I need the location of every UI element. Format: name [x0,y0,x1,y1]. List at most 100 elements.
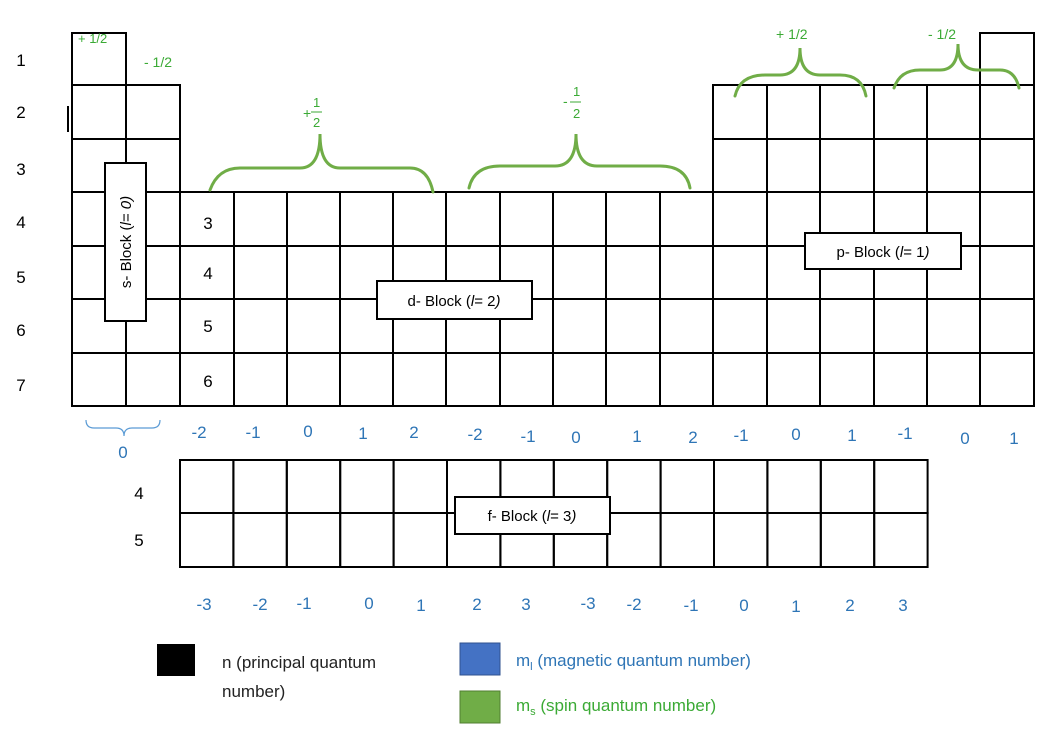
d-cell [233,245,288,300]
f-n-label-5: 5 [134,531,143,550]
p-cell [766,298,821,354]
d-cell [445,352,501,407]
d-spin-minus-num: 1 [573,84,580,99]
ml-d-right-3: 0 [571,428,580,447]
d-cell [552,352,607,407]
d-spin-plus-den: 2 [313,115,320,130]
legend-n-line1: n (principal quantum [222,653,376,672]
p-cell [979,352,1035,407]
ml-d-left-1: -2 [191,423,206,442]
f-cell [606,459,662,514]
legend: n (principal quantum number) ml (magneti… [157,642,751,724]
p-cell [766,352,821,407]
p-block-label: p- Block (l= 1) [837,244,930,261]
d-spin-minus-sign: - [563,93,568,109]
period-label-4: 4 [16,213,25,232]
d-cell [233,191,288,247]
f-cell [766,512,822,568]
p-cell [712,84,768,140]
ml-d-left-3: 0 [303,422,312,441]
s-spin-plus-label: + 1/2 [78,31,107,46]
period-label-5: 5 [16,268,25,287]
period-labels: 1 2 3 4 5 6 7 [16,51,25,395]
f-n-label-4: 4 [134,484,143,503]
d-block-label-box [376,280,533,320]
p-cell [979,84,1035,140]
ml-s-0: 0 [118,443,127,462]
period-label-6: 6 [16,321,25,340]
d-cell [552,191,607,247]
p-cell [712,298,768,354]
p-cell [926,138,981,193]
p-cell [979,298,1035,354]
d-cell [659,352,714,407]
ml-values: 0 -2 -1 0 1 2 -2 -1 0 1 2 -1 0 1 -1 0 1 … [118,422,1018,616]
f-cell [606,512,662,568]
s-cell [71,84,127,140]
ml-d-right-5: 2 [688,428,697,447]
d-n-label-4: 4 [203,264,212,283]
d-cell [392,352,447,407]
ml-f-12: 1 [791,597,800,616]
d-cell [339,191,394,247]
d-n-label-5: 5 [203,317,212,336]
p-cell [873,352,928,407]
period-label-1: 1 [16,51,25,70]
s-block-label: s- Block (l= 0) [118,196,135,288]
ml-d-right-4: 1 [632,427,641,446]
d-plus-brace [208,133,435,194]
d-minus-brace [467,133,692,190]
f-block-n-labels: 4 5 [134,484,143,550]
d-cell [659,298,714,354]
p-cell [712,245,768,300]
d-n-label-6: 6 [203,372,212,391]
p-cell [819,352,875,407]
period-label-3: 3 [16,160,25,179]
f-cell [819,512,876,568]
p-cell [712,138,768,193]
p-cell [712,352,768,407]
ml-f-1: -3 [196,595,211,614]
ml-f-14: 3 [898,596,907,615]
spin-labels: + 1/2 - 1/2 + 1 2 - 1 2 + 1/2 - 1/2 [78,26,956,130]
d-cell [286,298,341,354]
f-block-label: f- Block (l= 3) [488,508,577,525]
s-spin-minus-label: - 1/2 [144,54,172,70]
p-cell [712,191,768,247]
ml-f-13: 2 [845,596,854,615]
d-cell [659,245,714,300]
ml-p-left-2: 0 [791,425,800,444]
p-cell [979,245,1035,300]
legend-ml-label: ml (magnetic quantum number) [516,651,751,673]
p-cell [819,298,875,354]
ml-d-left-2: -1 [245,423,260,442]
d-cell [605,298,661,354]
d-n-label-3: 3 [203,214,212,233]
f-block-label-box [454,496,611,535]
f-cell [713,512,769,568]
p-cell [873,298,928,354]
d-block-label: d- Block (l= 2) [408,293,501,310]
d-spin-plus-sign: + [303,105,311,121]
f-cell [873,459,929,514]
f-cell [285,512,342,568]
legend-swatch-ml [459,642,501,676]
legend-swatch-ms [459,690,501,724]
legend-swatch-n [157,644,195,676]
p-cell-1-18 [979,32,1035,86]
period-label-2: 2 [16,103,25,122]
ml-p-left-1: -1 [733,426,748,445]
f-cell [179,512,235,568]
f-cell [659,459,715,514]
f-cell [179,459,235,514]
ml-d-left-5: 2 [409,423,418,442]
f-cell [766,459,822,514]
period-label-7: 7 [16,376,25,395]
d-cell [552,245,607,300]
d-cell [445,191,501,247]
s-block-ml-bracket [85,419,161,437]
f-cell [232,459,288,514]
s-cell [125,84,181,140]
f-cell [873,512,929,568]
